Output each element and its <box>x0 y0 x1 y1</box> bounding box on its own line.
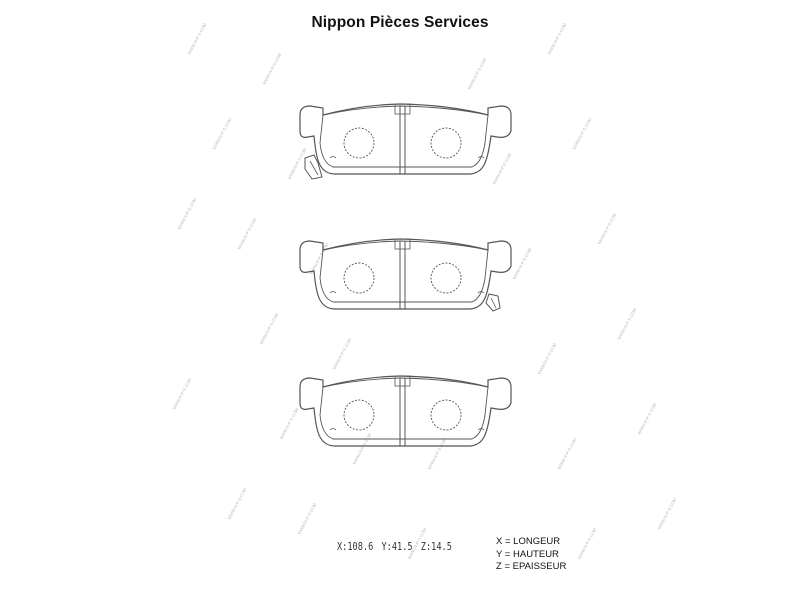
watermark-text: WWW.N-P-S.COM <box>546 22 567 56</box>
pad-hole <box>343 127 375 159</box>
watermark-layer: WWW.N-P-S.COM WWW.N-P-S.COM WWW.N-P-S.COM W… <box>171 22 677 561</box>
wear-indicator-tab <box>309 160 319 176</box>
watermark-text: WWW.N-P-S.COM <box>211 117 232 151</box>
center-slot-top <box>394 375 411 387</box>
wear-indicator-tab <box>490 297 497 309</box>
wear-indicator <box>485 293 501 312</box>
legend-x: X = LONGEUR <box>496 536 561 547</box>
watermark-text: WWW.N-P-S.COM <box>556 437 577 471</box>
watermark-text: WWW.N-P-S.COM <box>576 527 597 561</box>
friction-outline <box>319 377 489 440</box>
brake-pad-2 <box>299 238 512 312</box>
legend-y: Y = HAUTEUR <box>496 548 559 560</box>
watermark-text: WWW.N-P-S.COM <box>491 152 512 186</box>
friction-outline <box>319 105 489 168</box>
dimension-x: X:108.6 <box>337 541 374 553</box>
watermark-text: WWW.N-P-S.COM <box>616 307 637 341</box>
watermark-text: WWW.N-P-S.COM <box>511 247 532 281</box>
pad-hole <box>343 399 375 431</box>
pad-outline <box>299 103 512 175</box>
pad-hole <box>430 262 462 294</box>
wear-indicator <box>304 154 323 180</box>
pad-notch <box>329 156 337 159</box>
watermark-text: WWW.N-P-S.COM <box>636 402 657 436</box>
watermark-text: WWW.N-P-S.COM <box>226 487 247 521</box>
pad-hole <box>430 127 462 159</box>
page-title: Nippon Pièces Services <box>311 14 489 31</box>
watermark-text: WWW.N-P-S.COM <box>466 57 487 91</box>
center-slot-top <box>394 238 411 250</box>
watermark-text: WWW.N-P-S.COM <box>351 432 372 466</box>
pad-hole <box>343 262 375 294</box>
watermark-text: WWW.N-P-S.COM <box>176 197 197 231</box>
pad-outline <box>299 238 512 310</box>
watermark-text: WWW.N-P-S.COM <box>171 377 192 411</box>
watermark-text: WWW.N-P-S.COM <box>308 242 329 276</box>
pad-notch <box>477 156 485 159</box>
pad-set <box>299 103 512 447</box>
watermark-text: WWW.N-P-S.COM <box>426 437 447 471</box>
watermark-text: WWW.N-P-S.COM <box>296 502 317 536</box>
watermark-text: WWW.N-P-S.COM <box>536 342 557 376</box>
watermark-text: WWW.N-P-S.COM <box>186 22 207 56</box>
pad-outline <box>299 375 512 447</box>
legend-z: Z = EPAISSEUR <box>496 561 567 572</box>
watermark-text: WWW.N-P-S.COM <box>596 212 617 246</box>
center-slot-top <box>394 103 411 115</box>
watermark-text: WWW.N-P-S.COM <box>571 117 592 151</box>
watermark-text: WWW.N-P-S.COM <box>236 217 257 251</box>
pad-notch <box>477 428 485 431</box>
watermark-text: WWW.N-P-S.COM <box>258 312 279 346</box>
watermark-text: WWW.N-P-S.COM <box>286 147 307 181</box>
dimension-z: Z:14.5 <box>420 541 452 553</box>
watermark-text: WWW.N-P-S.COM <box>656 497 677 531</box>
friction-outline <box>319 240 489 303</box>
watermark-text: WWW.N-P-S.COM <box>261 52 282 86</box>
brake-pad-3 <box>299 375 512 447</box>
pad-notch <box>329 428 337 431</box>
dimension-legend: X = LONGEUR Y = HAUTEUR Z = EPAISSEUR <box>496 536 566 574</box>
dimension-y: Y:41.5 <box>381 541 413 553</box>
pad-hole <box>430 399 462 431</box>
watermark-text: WWW.N-P-S.COM <box>331 337 352 371</box>
pad-notch <box>329 291 337 294</box>
watermark-text: WWW.N-P-S.COM <box>278 407 299 441</box>
pad-notch <box>477 291 485 294</box>
dimensions-readout: X:108.6 Y:41.5 Z:14.5 <box>337 541 460 553</box>
brake-pad-1 <box>299 103 512 180</box>
